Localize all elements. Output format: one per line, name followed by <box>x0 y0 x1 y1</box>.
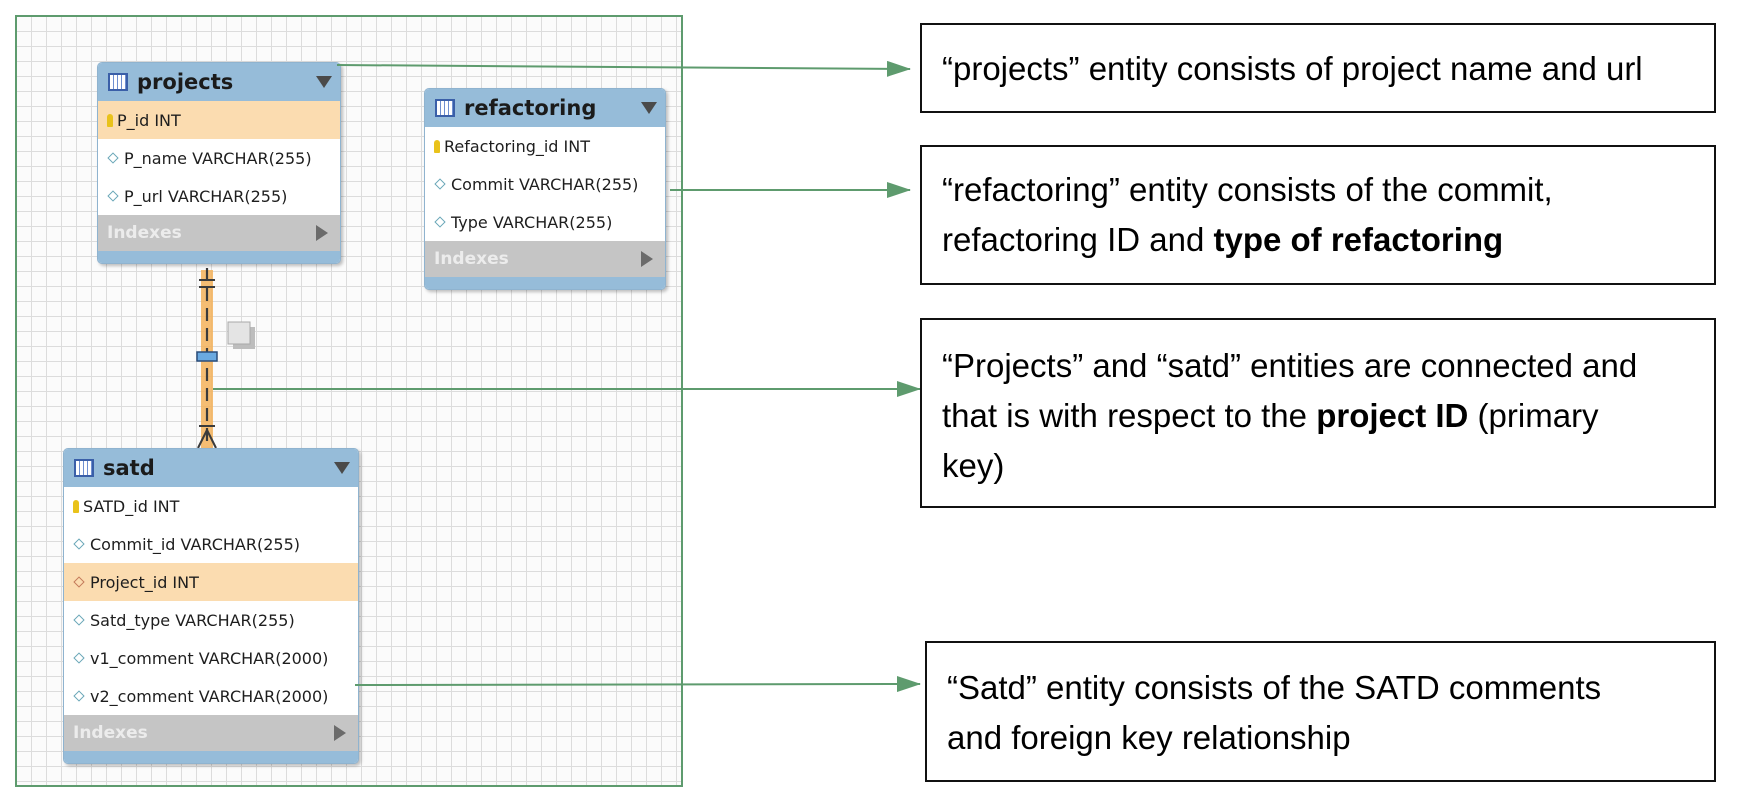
column-row[interactable]: SATD_id INT <box>64 487 358 525</box>
column-label: SATD_id INT <box>83 496 180 516</box>
table-icon <box>435 99 455 117</box>
indexes-section[interactable]: Indexes <box>98 215 340 251</box>
entity-footer <box>64 751 358 763</box>
note-relationship-line1: “Projects” and “satd” entities are conne… <box>942 347 1638 384</box>
primary-key-icon <box>107 113 113 127</box>
entity-header-projects[interactable]: projects <box>98 63 340 101</box>
indexes-section[interactable]: Indexes <box>425 241 665 277</box>
column-row[interactable]: Commit_id VARCHAR(255) <box>64 525 358 563</box>
column-label: Satd_type VARCHAR(255) <box>90 610 295 630</box>
entity-footer <box>98 251 340 263</box>
collapse-triangle-icon[interactable] <box>334 462 350 474</box>
indexes-label: Indexes <box>107 223 182 243</box>
entity-projects[interactable]: projects P_id INT P_name VARCHAR(255) P_… <box>97 62 341 264</box>
entity-title-refactoring: refactoring <box>464 96 597 120</box>
note-projects-text: “projects” entity consists of project na… <box>942 50 1643 87</box>
column-row[interactable]: Project_id INT <box>64 563 358 601</box>
column-label: v1_comment VARCHAR(2000) <box>90 648 329 668</box>
column-label: Commit_id VARCHAR(255) <box>90 534 301 554</box>
column-label: P_name VARCHAR(255) <box>124 148 312 168</box>
column-row[interactable]: Commit VARCHAR(255) <box>425 165 665 203</box>
primary-key-icon <box>73 499 79 513</box>
column-row[interactable]: Type VARCHAR(255) <box>425 203 665 241</box>
column-label: Commit VARCHAR(255) <box>451 174 639 194</box>
note-satd-line1: “Satd” entity consists of the SATD comme… <box>947 669 1602 706</box>
entity-refactoring[interactable]: refactoring Refactoring_id INT Commit VA… <box>424 88 666 290</box>
indexes-label: Indexes <box>73 723 148 743</box>
column-label: Type VARCHAR(255) <box>451 212 613 232</box>
column-label: P_url VARCHAR(255) <box>124 186 288 206</box>
relationship-marker <box>227 321 251 345</box>
collapse-triangle-icon[interactable] <box>641 102 657 114</box>
note-satd: “Satd” entity consists of the SATD comme… <box>925 641 1716 782</box>
expand-triangle-icon[interactable] <box>334 725 346 741</box>
table-icon <box>74 459 94 477</box>
collapse-triangle-icon[interactable] <box>316 76 332 88</box>
column-row[interactable]: v2_comment VARCHAR(2000) <box>64 677 358 715</box>
column-label: Project_id INT <box>90 572 199 592</box>
note-relationship-bold: project ID <box>1316 397 1469 434</box>
note-refactoring-line2-text: refactoring ID and <box>942 221 1214 258</box>
arrow-projects <box>336 60 911 77</box>
note-relationship-line2-pre: that is with respect to the <box>942 397 1317 434</box>
note-satd-line2: and foreign key relationship <box>947 719 1351 756</box>
note-relationship-line3: key) <box>942 447 1005 484</box>
note-refactoring: “refactoring” entity consists of the com… <box>920 145 1716 285</box>
expand-triangle-icon[interactable] <box>641 251 653 267</box>
table-icon <box>108 73 128 91</box>
column-label: P_id INT <box>117 110 181 130</box>
note-relationship-line2: that is with respect to the project ID (… <box>942 391 1694 441</box>
entity-satd[interactable]: satd SATD_id INT Commit_id VARCHAR(255) … <box>63 448 359 764</box>
column-row[interactable]: P_name VARCHAR(255) <box>98 139 340 177</box>
column-row[interactable]: Refactoring_id INT <box>425 127 665 165</box>
note-refactoring-line1: “refactoring” entity consists of the com… <box>942 171 1553 208</box>
note-refactoring-bold: type of refactoring <box>1213 221 1504 258</box>
arrow-satd <box>354 676 921 693</box>
expand-triangle-icon[interactable] <box>316 225 328 241</box>
indexes-label: Indexes <box>434 249 509 269</box>
crowfoot-right <box>206 429 217 449</box>
entity-header-satd[interactable]: satd <box>64 449 358 487</box>
note-refactoring-line2: refactoring ID and type of refactoring <box>942 215 1694 265</box>
column-row[interactable]: Satd_type VARCHAR(255) <box>64 601 358 639</box>
entity-title-satd: satd <box>103 456 155 480</box>
note-projects: “projects” entity consists of project na… <box>920 23 1716 113</box>
column-label: v2_comment VARCHAR(2000) <box>90 686 329 706</box>
crowfoot-left <box>197 429 208 449</box>
column-row[interactable]: v1_comment VARCHAR(2000) <box>64 639 358 677</box>
entity-header-refactoring[interactable]: refactoring <box>425 89 665 127</box>
note-relationship-line2-post: (primary <box>1468 397 1599 434</box>
relationship-handle <box>196 351 218 362</box>
primary-key-icon <box>434 139 440 153</box>
entity-title-projects: projects <box>137 70 234 94</box>
column-label: Refactoring_id INT <box>444 136 591 156</box>
column-row[interactable]: P_id INT <box>98 101 340 139</box>
entity-footer <box>425 277 665 289</box>
indexes-section[interactable]: Indexes <box>64 715 358 751</box>
note-relationship: “Projects” and “satd” entities are conne… <box>920 318 1716 508</box>
column-row[interactable]: P_url VARCHAR(255) <box>98 177 340 215</box>
